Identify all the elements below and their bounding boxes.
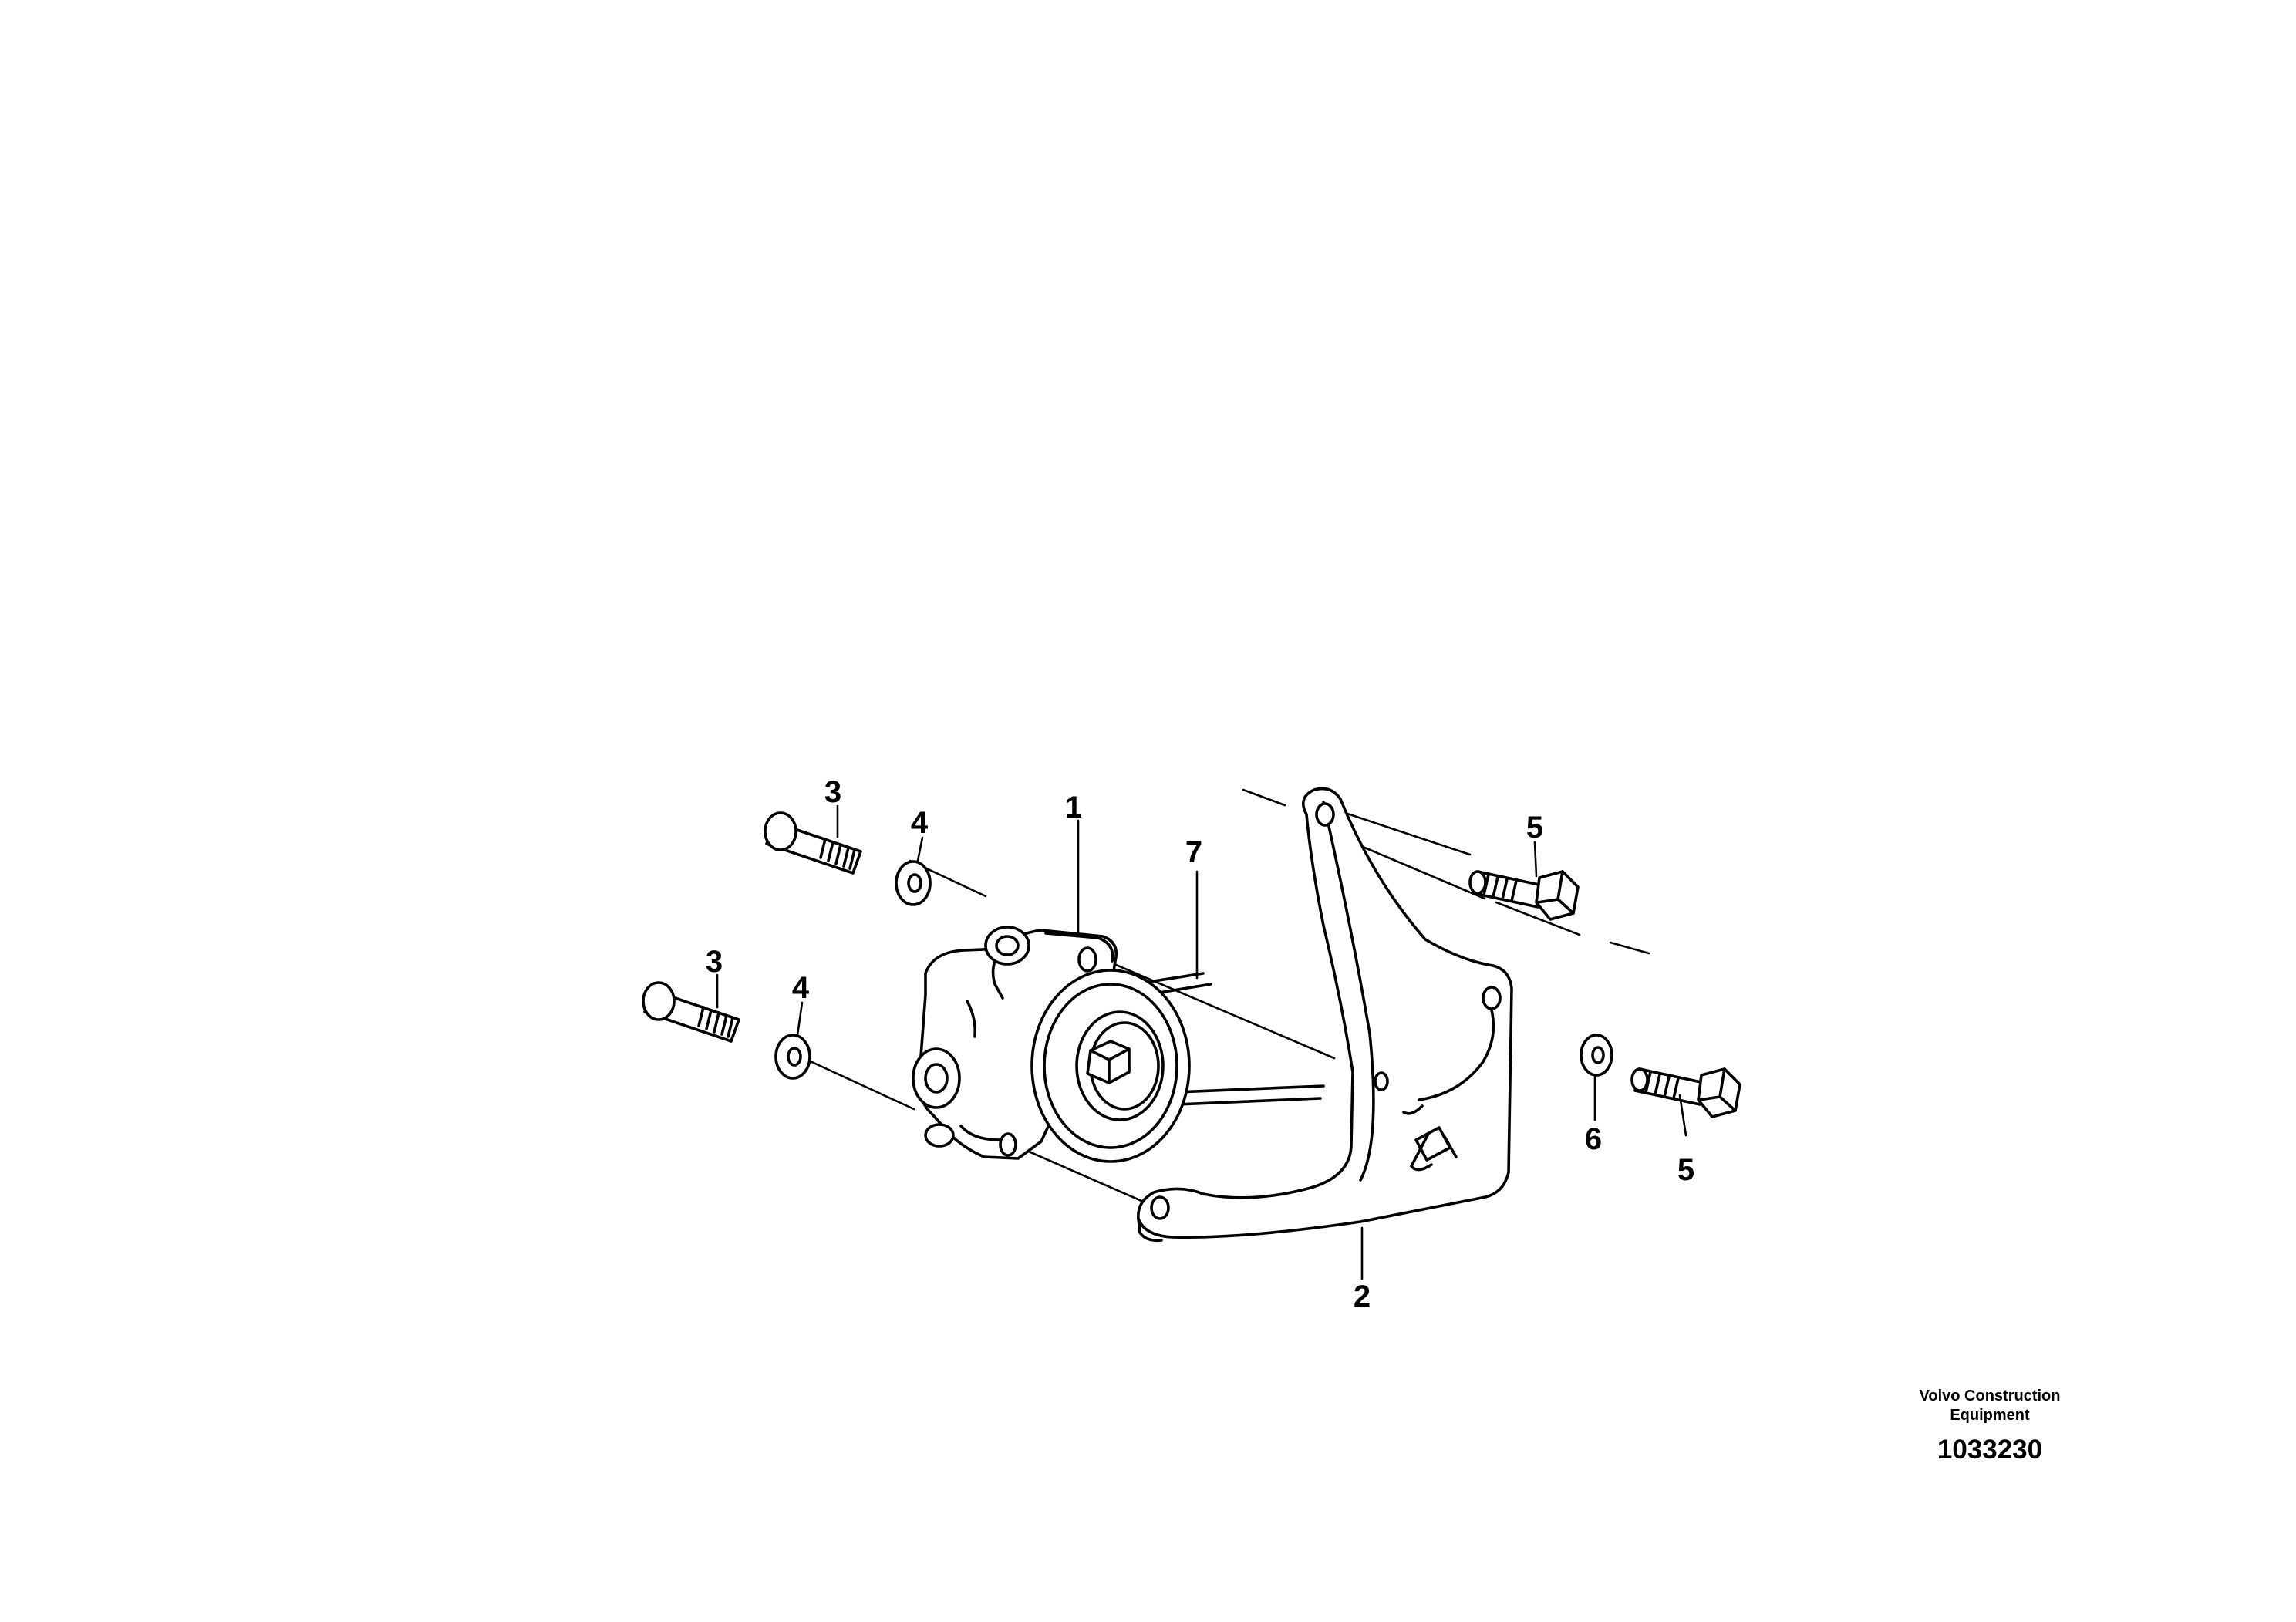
callout-3-lower: 3: [706, 945, 723, 979]
bolt-part-3-lower: [642, 981, 740, 1043]
bolt-part-5-upper: [1468, 870, 1580, 921]
callout-2: 2: [1354, 1280, 1371, 1313]
drawing-footer: Volvo Construction Equipment 1033230: [1897, 1387, 2082, 1467]
bolt-part-3-upper: [764, 811, 862, 875]
callout-4-lower: 4: [792, 971, 810, 1005]
callout-6: 6: [1585, 1122, 1602, 1156]
drawing-number: 1033230: [1937, 1435, 2043, 1465]
callout-3-upper: 3: [824, 775, 841, 809]
pump-part-1: [912, 926, 1191, 1163]
callout-labels: 1 2 3 3 4 4 5 5 6 7: [706, 775, 1694, 1313]
bolt-part-5-lower: [1630, 1067, 1741, 1118]
washer-part-4-lower: [774, 1034, 811, 1080]
callout-5-lower: 5: [1677, 1153, 1694, 1187]
brand-line-2: Equipment: [1950, 1407, 2030, 1424]
callout-1: 1: [1065, 791, 1082, 824]
bracket-part-2: [1137, 787, 1513, 1243]
washer-part-6: [1580, 1034, 1613, 1077]
brand-line-1: Volvo Construction: [1919, 1388, 2061, 1404]
callout-7: 7: [1185, 835, 1202, 869]
callout-leaders: [716, 804, 1687, 1280]
washer-part-4-upper: [895, 860, 932, 906]
callout-5-upper: 5: [1526, 811, 1543, 845]
callout-4-upper: 4: [911, 806, 929, 840]
